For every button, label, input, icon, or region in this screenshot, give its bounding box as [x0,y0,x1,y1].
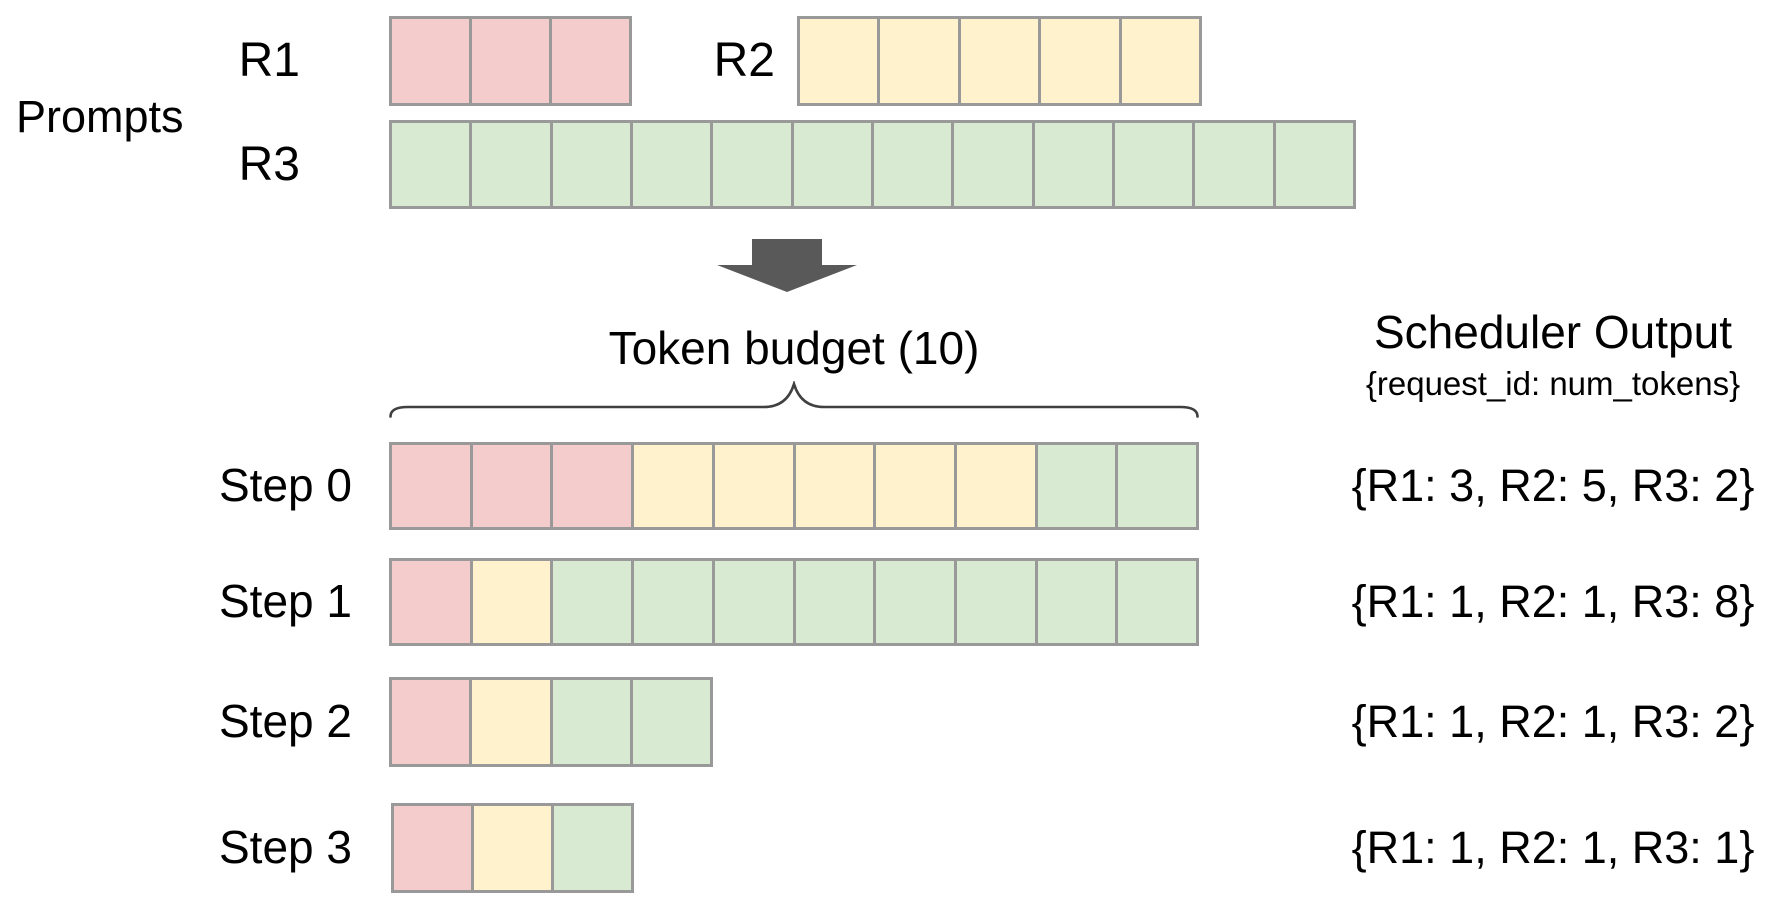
token-cell-r3 [550,561,632,643]
token-cell-r2 [469,561,551,643]
step-row-0 [389,442,1199,530]
request-label-r1: R1 [238,34,300,88]
step-label-2: Step 2 [219,695,352,748]
token-cell-r1 [392,445,470,527]
token-cell-r3 [392,123,470,206]
token-cell-r1 [469,445,551,527]
token-cell-r3 [1272,123,1353,206]
token-cell-r2 [1038,19,1119,103]
token-cell-r2 [1118,19,1200,103]
token-cell-r2 [471,806,551,890]
token-cell-r3 [873,561,954,643]
scheduler-output-title: Scheduler Output [1373,306,1732,359]
token-cell-r3 [549,680,630,764]
token-cell-r2 [953,445,1035,527]
token-cell-r1 [469,19,549,103]
token-cell-r3 [629,123,711,206]
step-output-3: {R1: 1, R2: 1, R3: 1} [1351,822,1755,873]
token-cell-r3 [1034,445,1116,527]
token-cell-r2 [800,19,878,103]
token-budget-brace-icon [389,381,1199,418]
token-cell-r3 [792,561,874,643]
token-cell-r3 [790,123,871,206]
token-cell-r1 [394,806,471,890]
token-cell-r3 [629,680,710,764]
prompt-row-r2 [797,16,1202,106]
token-cell-r2 [957,19,1039,103]
token-cell-r3 [953,561,1035,643]
step-output-1: {R1: 1, R2: 1, R3: 8} [1351,576,1755,627]
request-label-r3: R3 [238,137,300,191]
token-cell-r3 [711,561,793,643]
down-arrow-icon [717,239,857,292]
step-label-0: Step 0 [219,459,352,512]
token-cell-r3 [1115,445,1197,527]
step-row-2 [389,677,713,767]
token-cell-r3 [1115,561,1197,643]
token-cell-r3 [549,123,630,206]
token-cell-r1 [549,19,629,103]
prompt-row-r3 [389,120,1356,209]
token-cell-r1 [392,19,469,103]
token-cell-r3 [1031,123,1112,206]
token-cell-r3 [951,123,1032,206]
token-cell-r3 [1192,123,1273,206]
step-label-3: Step 3 [219,821,352,874]
token-cell-r3 [469,123,550,206]
scheduler-output-subtitle: {request_id: num_tokens} [1365,365,1741,403]
token-cell-r3 [710,123,791,206]
token-cell-r2 [469,680,550,764]
token-cell-r2 [873,445,954,527]
token-cell-r1 [392,680,470,764]
prompts-section-label: Prompts [16,91,184,142]
prompt-row-r1 [389,16,632,106]
token-cell-r2 [792,445,874,527]
token-cell-r1 [550,445,632,527]
request-label-r2: R2 [713,34,775,88]
step-output-2: {R1: 1, R2: 1, R3: 2} [1351,696,1755,747]
token-cell-r3 [551,806,631,890]
token-cell-r1 [392,561,470,643]
step-row-1 [389,558,1199,646]
step-row-3 [391,803,634,893]
token-cell-r2 [631,445,712,527]
token-budget-label: Token budget (10) [608,322,980,375]
token-cell-r3 [631,561,712,643]
token-cell-r2 [711,445,793,527]
step-output-0: {R1: 3, R2: 5, R3: 2} [1351,460,1755,511]
token-cell-r3 [1034,561,1116,643]
token-cell-r3 [1111,123,1193,206]
step-label-1: Step 1 [219,575,352,628]
token-cell-r2 [877,19,958,103]
token-cell-r3 [870,123,952,206]
